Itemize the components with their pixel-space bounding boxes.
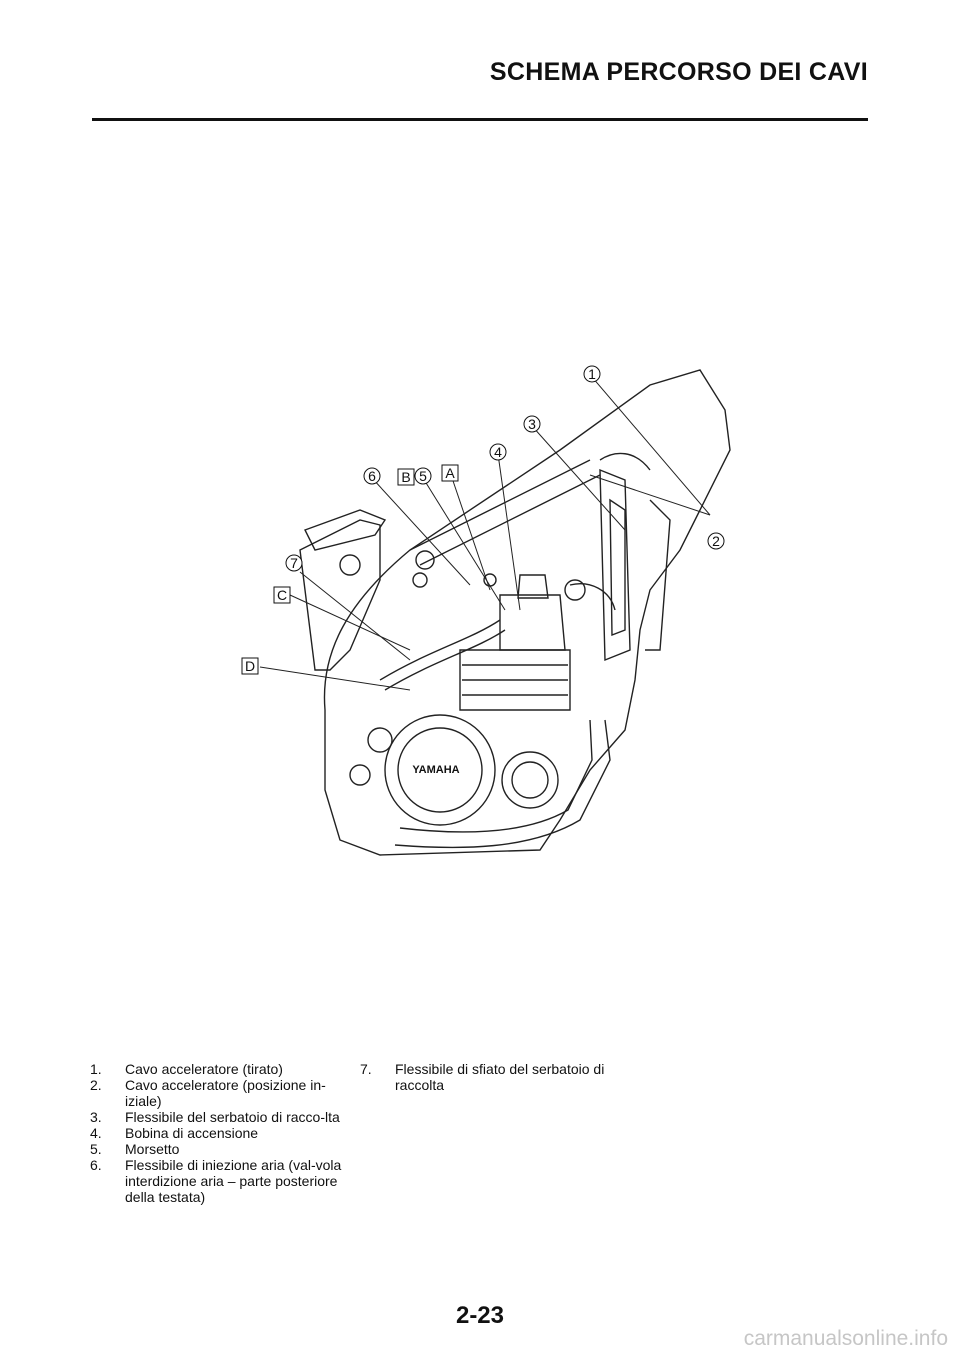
callout-7: 7 <box>290 555 298 571</box>
box-label-c: C <box>277 587 287 603</box>
box-label-a: A <box>445 465 455 481</box>
legend-item: 2.Cavo acceleratore (posizione in-iziale… <box>90 1077 326 1109</box>
legend-item: 1.Cavo acceleratore (tirato) <box>90 1061 283 1077</box>
rear-tank <box>299 519 381 671</box>
page-title: SCHEMA PERCORSO DEI CAVI <box>489 58 868 86</box>
watermark-link[interactable]: carmanualsonline.info <box>743 1327 948 1350</box>
engine-brand-label: YAMAHA <box>412 764 459 776</box>
box-label-b: B <box>401 469 410 485</box>
legend-item: 5.Morsetto <box>90 1141 180 1157</box>
frame-outline <box>323 369 731 856</box>
callout-4: 4 <box>494 444 502 460</box>
callout-5: 5 <box>419 468 427 484</box>
cable-routing-diagram: 1 2 3 4 5 6 7 A B C D YAMAHA <box>241 365 731 856</box>
callout-6: 6 <box>368 468 376 484</box>
callout-3: 3 <box>528 416 536 432</box>
callout-1: 1 <box>588 366 596 382</box>
legend-item: 6.Flessibile di iniezione aria (val-vola… <box>90 1157 342 1205</box>
header-rule <box>92 118 868 121</box>
engine-illustration: 1 2 3 4 5 6 7 A B C D YAMAHA <box>230 350 790 880</box>
legend-item: 7.Flessibile di sfiato del serbatoio di … <box>360 1061 605 1093</box>
callout-2: 2 <box>712 533 720 549</box>
box-label-d: D <box>245 658 255 674</box>
page-number: 2-23 <box>455 1302 505 1329</box>
legend-column-2: 7.Flessibile di sfiato del serbatoio di … <box>360 1061 620 1093</box>
down-tube <box>599 468 631 662</box>
legend-item: 3.Flessibile del serbatoio di racco-lta <box>90 1109 340 1125</box>
legend-item: 4.Bobina di accensione <box>90 1125 259 1141</box>
legend-column-1: 1.Cavo acceleratore (tirato) 2.Cavo acce… <box>90 1061 350 1205</box>
